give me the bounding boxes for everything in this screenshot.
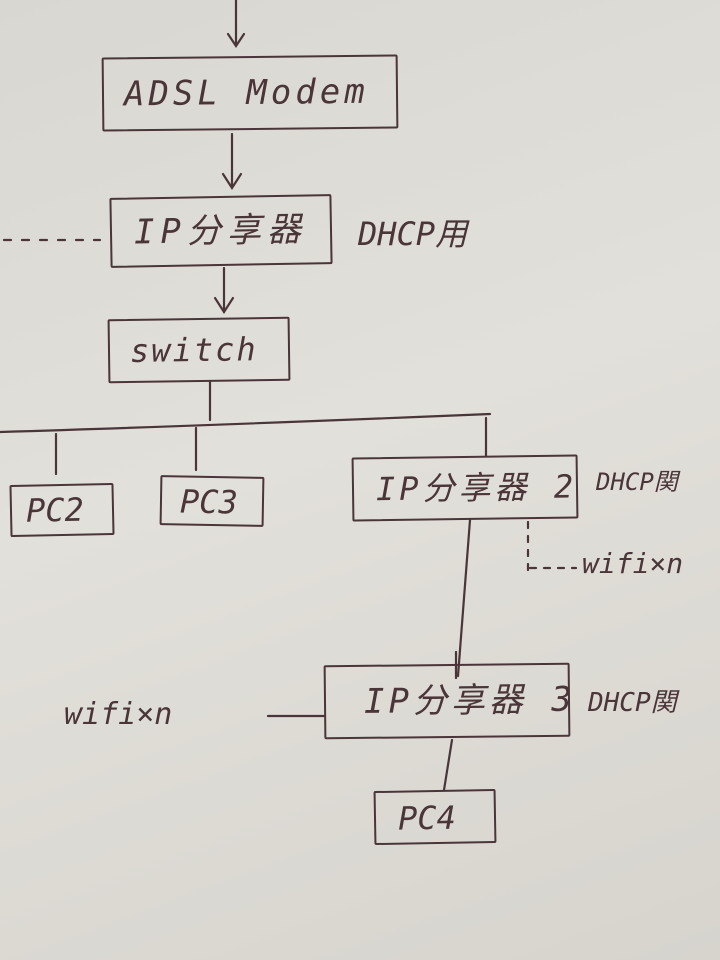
pc3-label: PC3 (179, 482, 239, 522)
pc2-label: PC2 (25, 490, 85, 530)
link-sharer3-to-pc4 (442, 738, 454, 792)
bus-line (0, 412, 492, 434)
wifi-note-2: wifi×n (582, 547, 684, 580)
pc3-box: PC3 (159, 475, 265, 527)
arrowhead-3 (213, 296, 235, 315)
ip-sharer-2-label: IP分享器 2 (375, 467, 578, 509)
pc4-label: PC4 (397, 798, 457, 838)
pc2-box: PC2 (9, 482, 115, 538)
ip-sharer-1-label: IP分享器 (133, 209, 308, 253)
ip-sharer-2-box: IP分享器 2 (351, 454, 579, 522)
modem-box: ADSL Modem (101, 54, 399, 132)
modem-label: ADSL Modem (123, 71, 369, 115)
arrowhead-1 (226, 32, 246, 48)
dhcp-note-3: DHCP関 (588, 688, 677, 718)
arrowhead-2 (221, 172, 243, 191)
switch-label: switch (129, 330, 258, 370)
wifi-note-3: wifi×n (64, 697, 173, 732)
ip-sharer-3-label: IP分享器 3 (363, 679, 577, 722)
pc4-box: PC4 (373, 788, 497, 846)
dhcp-note-2: DHCP関 (596, 468, 678, 496)
switch-box: switch (107, 316, 291, 384)
ip-sharer-3-box: IP分享器 3 (323, 662, 576, 740)
dhcp-note-1: DHCP用 (358, 215, 468, 253)
link-sharer2-to-sharer3 (456, 518, 472, 678)
ip-sharer-1-box: IP分享器 (109, 194, 333, 268)
